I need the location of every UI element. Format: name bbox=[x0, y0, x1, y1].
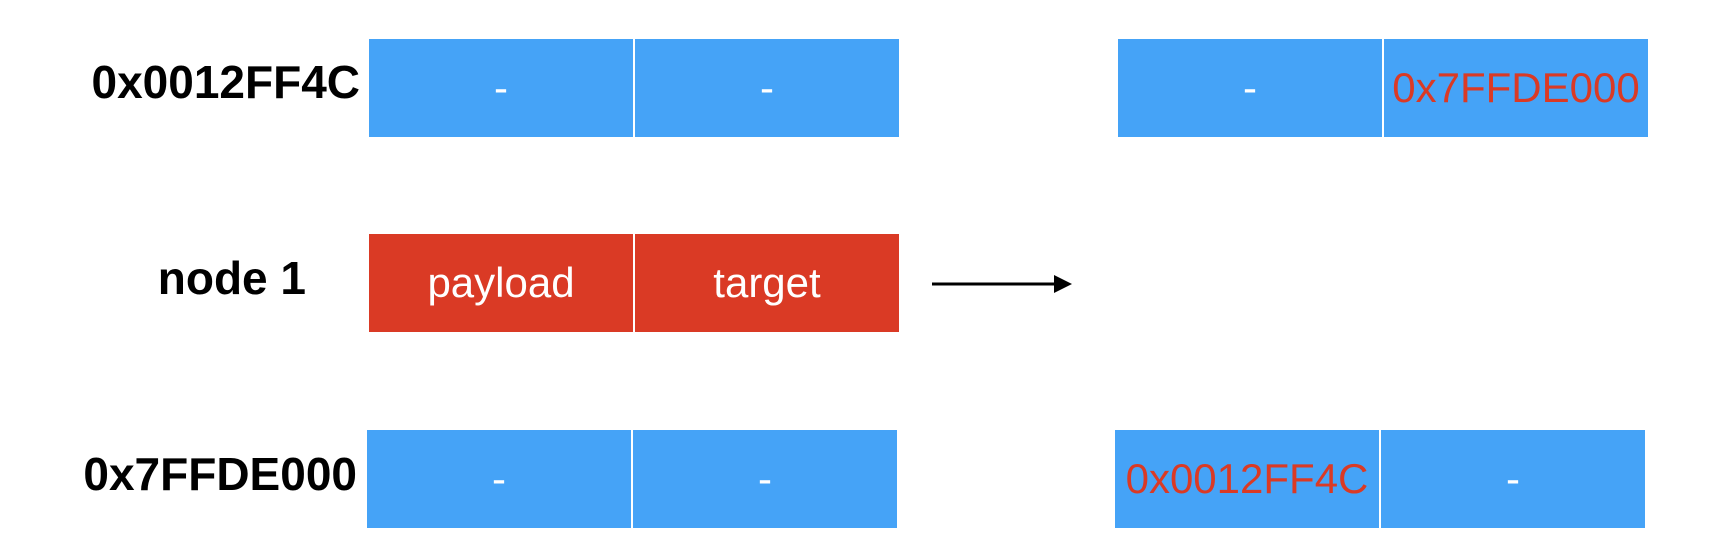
row-label-0x7ffde000: 0x7FFDE000 bbox=[83, 448, 357, 500]
memory-block-0x0012ff4c-before: - - bbox=[369, 39, 899, 137]
memory-cell-0x0012ff4c-before-1: - bbox=[369, 39, 633, 137]
memory-cell-0x0012ff4c-before-2: - bbox=[635, 39, 899, 137]
memory-cell-0x0012ff4c-after-1: - bbox=[1118, 39, 1382, 137]
memory-cell-0x7ffde000-before-2: - bbox=[633, 430, 897, 528]
row-label-node-1: node 1 bbox=[157, 252, 306, 304]
right-arrow-icon bbox=[932, 275, 1072, 293]
memory-cell-0x7ffde000-after-1: 0x0012FF4C bbox=[1115, 430, 1379, 528]
node-cell-payload: payload bbox=[369, 234, 633, 332]
memory-block-0x0012ff4c-after: - 0x7FFDE000 bbox=[1118, 39, 1648, 137]
memory-block-0x7ffde000-after: 0x0012FF4C - bbox=[1115, 430, 1645, 528]
node-cell-target: target bbox=[635, 234, 899, 332]
memory-cell-0x7ffde000-before-1: - bbox=[367, 430, 631, 528]
memory-cell-0x7ffde000-after-2: - bbox=[1381, 430, 1645, 528]
memory-block-0x7ffde000-before: - - bbox=[367, 430, 897, 528]
row-label-0x0012ff4c: 0x0012FF4C bbox=[91, 56, 361, 108]
arrow-head bbox=[1054, 275, 1072, 293]
node-block-node-1: payload target bbox=[369, 234, 899, 332]
memory-cell-0x0012ff4c-after-2: 0x7FFDE000 bbox=[1384, 39, 1648, 137]
